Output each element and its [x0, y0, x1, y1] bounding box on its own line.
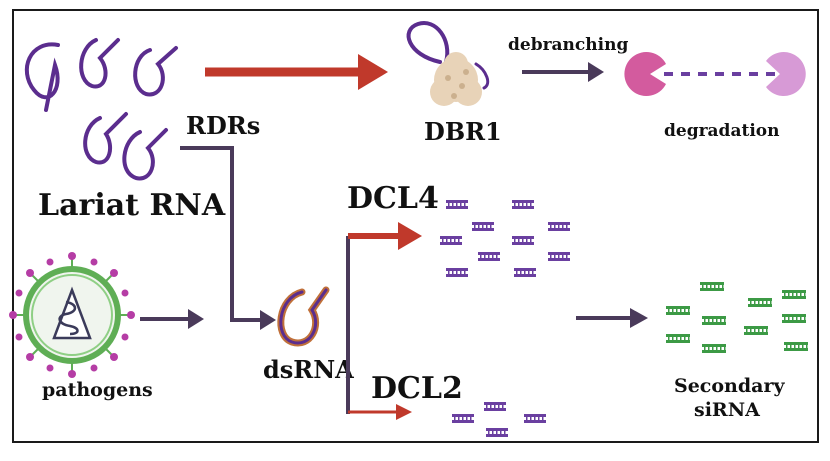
lariat-rna-cluster [24, 38, 178, 181]
arrowhead-rdrs-to-dsrna [260, 310, 276, 330]
dsrna-icon [277, 286, 330, 347]
exonuclease-pacman-right [766, 51, 806, 97]
degradation-illustration [624, 51, 806, 97]
dcl2-sirna-duplexes [452, 402, 546, 437]
dsrna-label: dsRNA [263, 355, 354, 384]
sirna-duplex-icon [472, 222, 494, 231]
pathogens-label: pathogens [42, 379, 153, 401]
sirna-duplex-icon [702, 316, 726, 325]
sirna-duplex-icon [446, 268, 468, 277]
rdrs-label: RDRs [186, 111, 260, 140]
arrowhead-dcl2 [396, 404, 412, 420]
exonuclease-pacman-left [624, 52, 666, 96]
sirna-duplex-icon [478, 252, 500, 261]
sirna-duplex-icon [748, 298, 772, 307]
arrowhead-dcl4 [398, 222, 422, 250]
sirna-duplex-icon [452, 414, 474, 423]
secondary-sirna-label-line2: siRNA [694, 399, 760, 421]
lariat-rna-icon [83, 112, 128, 165]
sirna-duplex-icon [666, 334, 690, 343]
dbr1-label: DBR1 [424, 117, 502, 146]
arrowhead-pathogens-to-dsrna [188, 309, 204, 329]
dcl2-label: DCL2 [371, 371, 463, 406]
sirna-duplex-icon [512, 236, 534, 245]
sirna-duplex-icon [440, 236, 462, 245]
lariat-rna-icon [79, 38, 120, 89]
sirna-duplex-icon [514, 268, 536, 277]
sirna-duplex-icon [486, 428, 508, 437]
dcl4-sirna-duplexes [440, 200, 570, 277]
sirna-duplex-icon [782, 290, 806, 299]
arrowhead-lariat-to-dbr1 [358, 54, 388, 90]
sirna-duplex-icon [666, 306, 690, 315]
lariat-rna-icon [133, 46, 178, 97]
sirna-duplex-icon [548, 252, 570, 261]
lariat-rna-icon [24, 42, 60, 112]
arrowhead-to-secondary-sirna [630, 308, 648, 328]
debranching-label: debranching [508, 35, 628, 55]
sirna-duplex-icon [512, 200, 534, 209]
secondary-sirna-duplexes [666, 282, 808, 353]
sirna-duplex-icon [700, 282, 724, 291]
degradation-label: degradation [664, 121, 779, 141]
sirna-duplex-icon [548, 222, 570, 231]
sirna-duplex-icon [446, 200, 468, 209]
dcl4-label: DCL4 [347, 181, 439, 216]
sirna-duplex-icon [744, 326, 768, 335]
diagram-border [12, 9, 819, 443]
sirna-duplex-icon [784, 342, 808, 351]
secondary-sirna-label-line1: Secondary [674, 375, 785, 397]
sirna-duplex-icon [484, 402, 506, 411]
dbr1-enzyme [406, 21, 490, 106]
arrowhead-debranching [588, 62, 604, 82]
arrow-rdrs-to-dsrna [180, 146, 262, 322]
sirna-duplex-icon [782, 314, 806, 323]
sirna-duplex-icon [702, 344, 726, 353]
lariat-rna-label: Lariat RNA [38, 188, 226, 223]
lariat-rna-icon [122, 128, 168, 181]
sirna-duplex-icon [524, 414, 546, 423]
pathogen-virus-icon [9, 252, 135, 378]
